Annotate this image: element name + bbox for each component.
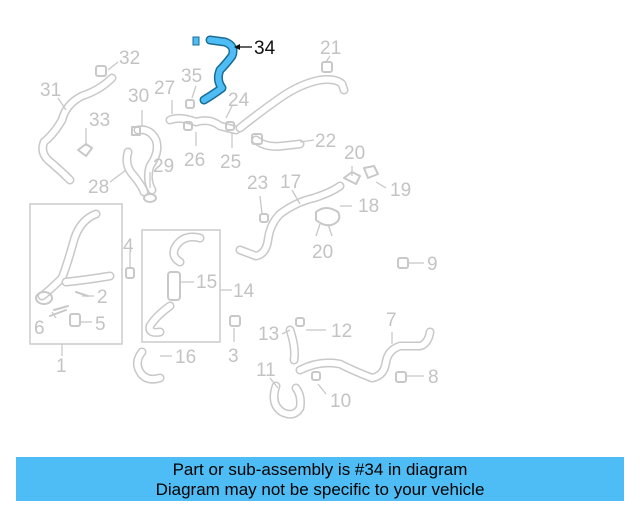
callout-32[interactable]: 32 [119, 48, 140, 69]
callout-1[interactable]: 1 [56, 356, 67, 377]
callout-18[interactable]: 18 [358, 196, 379, 217]
callout-26[interactable]: 26 [184, 150, 205, 171]
callout-14[interactable]: 14 [233, 281, 255, 302]
callout-23[interactable]: 23 [247, 173, 268, 194]
callout-25[interactable]: 25 [220, 152, 241, 173]
callout-10[interactable]: 10 [330, 391, 351, 412]
parts-diagram: 34 32 21 35 27 31 30 24 33 22 26 25 29 2… [29, 35, 439, 419]
callout-29[interactable]: 29 [153, 156, 174, 177]
callout-8[interactable]: 8 [428, 367, 439, 388]
callout-22[interactable]: 22 [315, 131, 336, 152]
callout-2[interactable]: 2 [97, 287, 108, 308]
leader-lines [51, 55, 424, 395]
banner-line-part: Part or sub-assembly is #34 in diagram [172, 460, 468, 479]
callout-9[interactable]: 9 [427, 254, 438, 275]
callout-34[interactable]: 34 [254, 38, 276, 59]
callout-30[interactable]: 30 [128, 86, 149, 107]
part-34-hose[interactable] [192, 35, 238, 105]
callout-3[interactable]: 3 [228, 346, 239, 367]
callout-labels: 34 32 21 35 27 31 30 24 33 22 26 25 29 2… [34, 38, 439, 412]
callout-20-bottom[interactable]: 20 [312, 242, 333, 263]
callout-17[interactable]: 17 [280, 172, 301, 193]
callout-35[interactable]: 35 [181, 66, 202, 87]
callout-19[interactable]: 19 [390, 180, 411, 201]
callout-4[interactable]: 4 [123, 236, 134, 257]
info-banner: Part or sub-assembly is #34 in diagram D… [16, 457, 624, 501]
callout-21[interactable]: 21 [320, 38, 341, 59]
banner-line-disclaimer: Diagram may not be specific to your vehi… [155, 480, 485, 499]
callout-12[interactable]: 12 [331, 321, 352, 342]
callout-27[interactable]: 27 [154, 78, 175, 99]
callout-15[interactable]: 15 [196, 272, 217, 293]
callout-20-top[interactable]: 20 [344, 143, 365, 164]
callout-33[interactable]: 33 [89, 110, 110, 131]
callout-16[interactable]: 16 [175, 347, 196, 368]
callout-7[interactable]: 7 [386, 310, 397, 331]
callout-11[interactable]: 11 [256, 360, 276, 381]
callout-24[interactable]: 24 [228, 90, 250, 111]
callout-13[interactable]: 13 [258, 324, 279, 345]
callout-5[interactable]: 5 [95, 314, 106, 335]
callout-31[interactable]: 31 [40, 80, 61, 101]
callout-28[interactable]: 28 [88, 177, 109, 198]
callout-6[interactable]: 6 [34, 318, 45, 339]
